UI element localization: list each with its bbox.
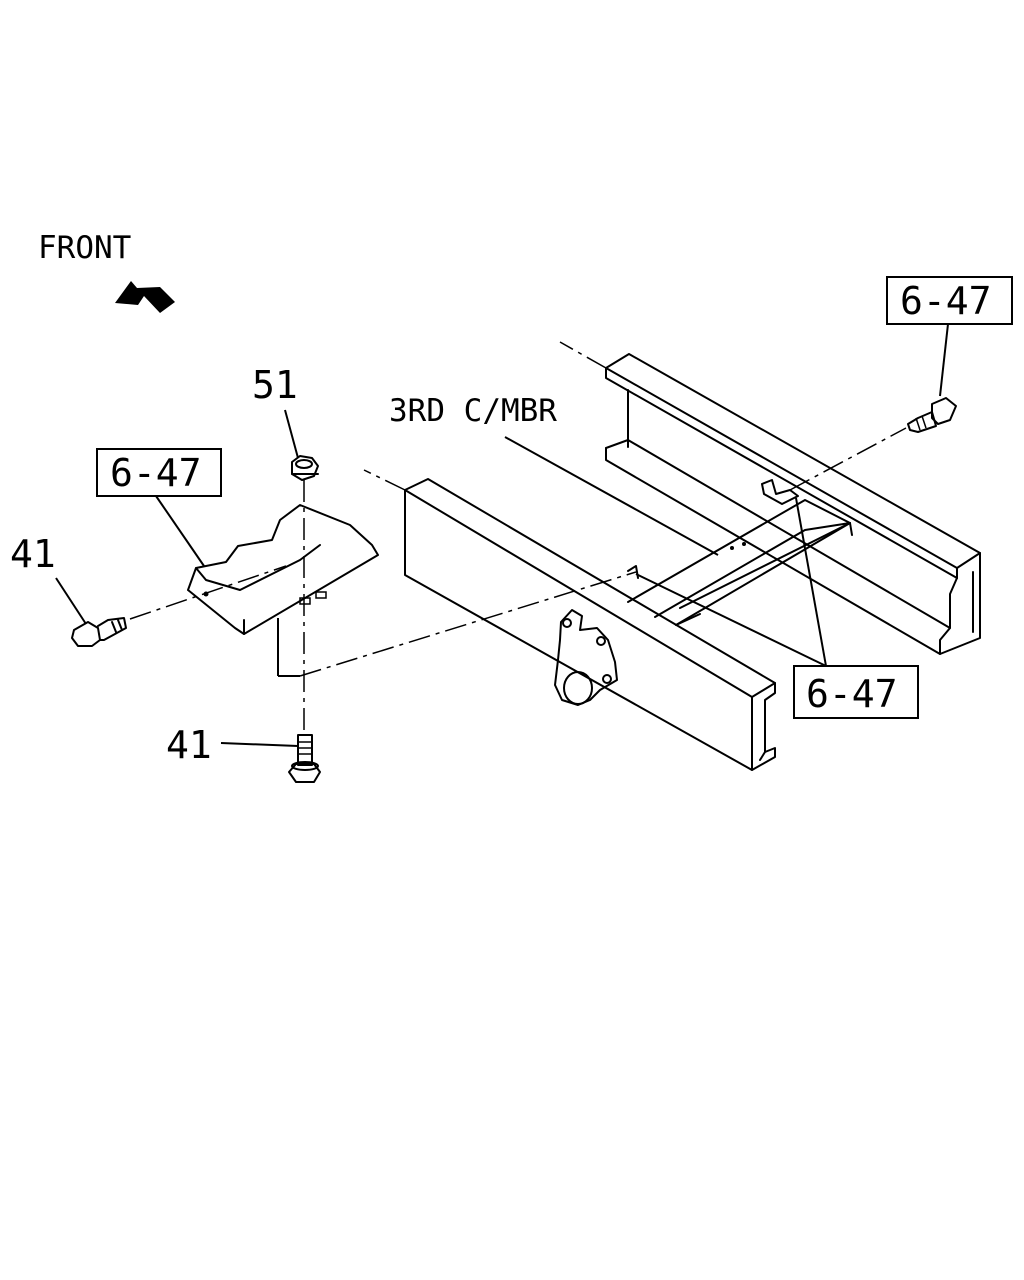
callout-41-bottom[interactable]: 41: [166, 723, 212, 767]
crossmember-label: 3RD C/MBR: [389, 393, 557, 429]
callout-41-left[interactable]: 41: [10, 532, 56, 576]
mount-bracket: [554, 609, 618, 706]
ref-text-bottom-right: 6-47: [806, 672, 898, 716]
front-label: FRONT: [38, 230, 131, 266]
crossmember: [627, 479, 853, 626]
leader-bolt-41-left: [55, 577, 87, 625]
cover-plate: [187, 504, 379, 635]
assembly-lines: [129, 341, 907, 735]
leader-ref-bottom-right: [635, 573, 827, 667]
ref-box-left[interactable]: 6-47: [96, 448, 222, 497]
front-arrow-icon: [115, 281, 175, 313]
leader-ref-bottom-right-2: [795, 497, 827, 667]
bolt-horizontal: [71, 617, 127, 647]
flange-nut: [291, 455, 319, 481]
leader-ref-left: [155, 495, 205, 567]
ref-box-top-right[interactable]: 6-47: [886, 276, 1013, 325]
leader-bolt-41-bottom: [220, 742, 299, 747]
ref-box-bottom-right[interactable]: 6-47: [793, 665, 919, 719]
bolt-rear: [907, 397, 957, 433]
crossmember-leader: [504, 436, 719, 556]
bolt-vertical: [288, 734, 321, 783]
left-frame-rail: [404, 478, 776, 771]
right-frame-rail: [605, 353, 981, 655]
ref-text-left: 6-47: [110, 451, 202, 495]
leader-nut-51: [284, 409, 299, 459]
callout-51[interactable]: 51: [252, 363, 298, 407]
leader-ref-top-right: [939, 323, 949, 397]
ref-text-top-right: 6-47: [900, 279, 992, 323]
